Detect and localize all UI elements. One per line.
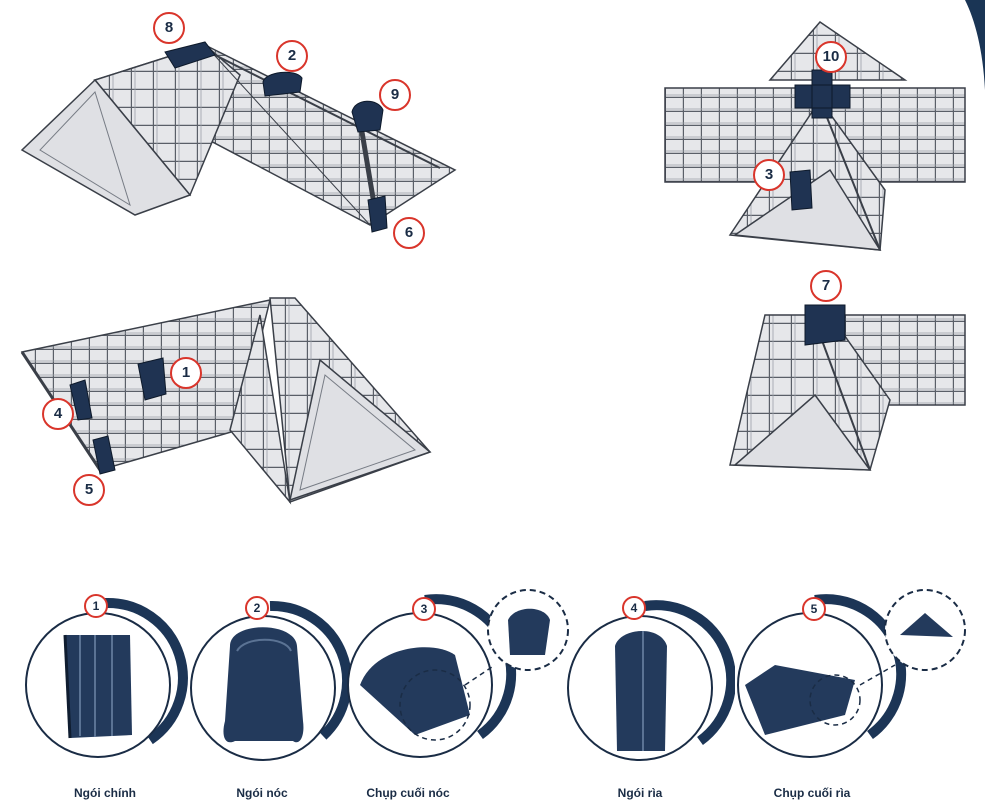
callout-10: 10 bbox=[815, 41, 847, 73]
product-label-3: Chụp cuối nóc bbox=[366, 786, 450, 800]
callout-1: 1 bbox=[170, 357, 202, 389]
accessory-7 bbox=[804, 304, 846, 346]
roof-illustrations bbox=[20, 21, 966, 505]
accessory-8 bbox=[164, 41, 216, 69]
accessory-3 bbox=[789, 169, 813, 211]
accessory-5 bbox=[92, 435, 116, 475]
callout-5: 5 bbox=[73, 474, 105, 506]
product-ridge-end-cap: 3 Chụp cuối nóc bbox=[345, 585, 575, 800]
product-number-5: 5 bbox=[802, 597, 826, 621]
product-number-4: 4 bbox=[622, 596, 646, 620]
roof-d bbox=[729, 314, 966, 471]
product-label-2: Ngói nóc bbox=[236, 786, 288, 800]
product-number-3: 3 bbox=[412, 597, 436, 621]
accessory-9 bbox=[351, 100, 384, 133]
callout-4: 4 bbox=[42, 398, 74, 430]
main-tile-illustration bbox=[25, 597, 188, 758]
roof-a bbox=[20, 44, 457, 226]
product-label-4: Ngói rìa bbox=[617, 786, 663, 800]
ridge-end-cap-illustration bbox=[347, 589, 569, 758]
callout-9: 9 bbox=[379, 79, 411, 111]
callout-8: 8 bbox=[153, 12, 185, 44]
product-main-tile: 1 Ngói chính bbox=[20, 590, 190, 800]
accessory-1 bbox=[137, 357, 167, 401]
accessory-6 bbox=[367, 195, 388, 233]
product-verge-end-cap: 5 Chụp cuối rìa bbox=[735, 585, 975, 800]
roof-accessories bbox=[69, 41, 851, 475]
ridge-tile-illustration bbox=[190, 600, 353, 761]
verge-tile-illustration bbox=[567, 600, 737, 761]
accessory-4 bbox=[69, 379, 93, 421]
callout-3: 3 bbox=[753, 159, 785, 191]
product-number-1: 1 bbox=[84, 594, 108, 618]
product-label-1: Ngói chính bbox=[74, 786, 136, 800]
callout-7: 7 bbox=[810, 270, 842, 302]
product-label-5: Chụp cuối rìa bbox=[773, 786, 851, 800]
roof-c bbox=[20, 297, 432, 505]
callout-6: 6 bbox=[393, 217, 425, 249]
corner-decoration bbox=[965, 0, 985, 90]
product-verge-tile: 4 Ngói rìa bbox=[565, 596, 737, 800]
callout-2: 2 bbox=[276, 40, 308, 72]
product-ridge-tile: 2 Ngói nóc bbox=[185, 596, 355, 800]
verge-end-cap-illustration bbox=[737, 589, 966, 758]
accessory-2 bbox=[262, 71, 303, 97]
product-number-2: 2 bbox=[245, 596, 269, 620]
